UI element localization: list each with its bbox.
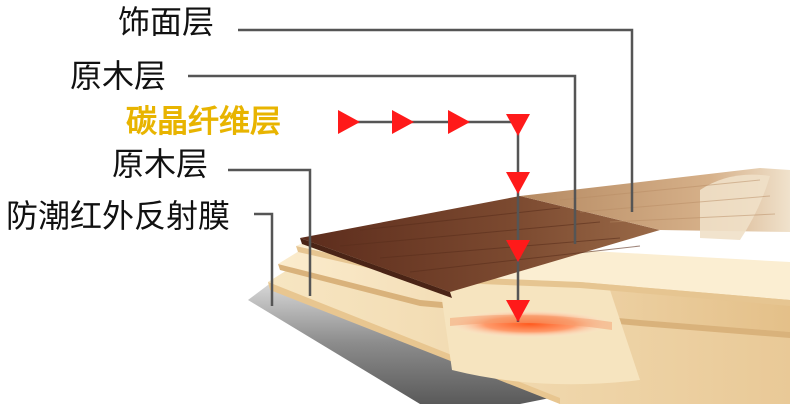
arrow-down-1 xyxy=(506,114,530,136)
label-reflective-film: 防潮红外反射膜 xyxy=(6,197,231,235)
leader-line-wood-top xyxy=(188,74,577,244)
arrow-right-3 xyxy=(448,110,470,134)
arrow-down-4 xyxy=(506,300,530,322)
label-carbon-layer: 碳晶纤维层 xyxy=(126,104,281,140)
decor-veneer-walnut xyxy=(300,196,660,292)
leader-line-wood-bottom xyxy=(228,168,312,296)
label-decor-layer: 饰面层 xyxy=(118,3,215,41)
arrow-right-2 xyxy=(392,110,414,134)
arrow-down-2 xyxy=(506,172,530,194)
carbon-arrows xyxy=(338,110,530,322)
arrow-right-1 xyxy=(338,110,360,134)
leader-line-decor xyxy=(238,28,634,212)
label-wood-layer-top: 原木层 xyxy=(70,57,167,95)
leader-line-reflective xyxy=(254,212,274,306)
arrow-down-3 xyxy=(506,240,530,262)
label-wood-layer-bottom: 原木层 xyxy=(112,145,209,183)
